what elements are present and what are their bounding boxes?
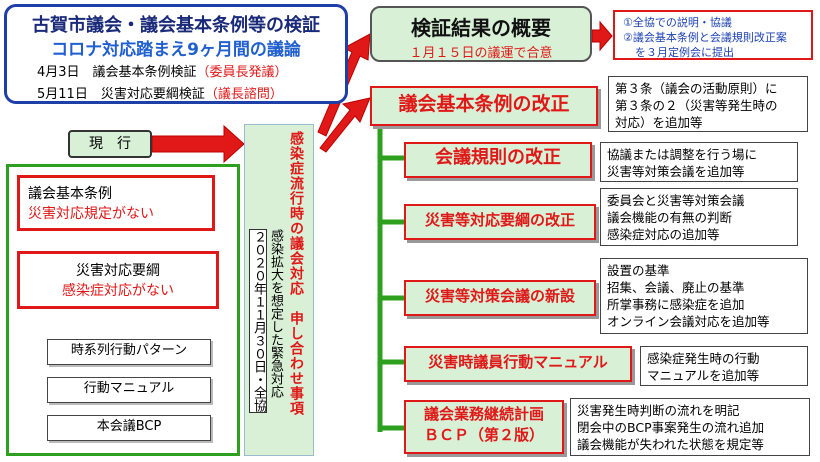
green-arrow xyxy=(151,124,245,164)
agreement-date: ２０２０年１１月３０日・全協 xyxy=(249,229,267,413)
current-rules-panel: 議会基本条例 災害対応規定がない 災害対応要綱 感染症対応がない 時系列行動パタ… xyxy=(6,164,240,456)
basic-ordinance-issue: 災害対応規定がない xyxy=(28,206,154,222)
plenary-bcp-box: 本会議BCP xyxy=(47,415,211,441)
summary-box: 検証結果の概要 １月１５日の議運で合意 xyxy=(370,6,592,62)
action-manual-box: 行動マニュアル xyxy=(47,377,211,403)
title-main: 古賀市議会・議会基本条例等の検証 xyxy=(32,15,320,36)
note-line-1: ①全協での説明・協議 xyxy=(623,16,732,29)
desc-member-action-manual: 感染症発生時の行動 マニュアルを追加等 xyxy=(640,346,808,386)
date-line-2: 5月11日 災害対応要綱検証（議長諮問） xyxy=(37,87,283,102)
desc-disaster-council: 設置の基準 招集、会議、廃止の基準 所掌事務に感染症を追加 オンライン会議対応を… xyxy=(600,258,808,334)
desc-disaster-guideline: 委員会と災害等対策会議 議会機能の有無の判断 感染症対応の追加等 xyxy=(600,188,798,246)
desc-bcp-plan: 災害発生時判断の流れを明記 閉会中のBCP事案発生の流れ追加 議会機能が失われた… xyxy=(570,398,810,456)
item-basic-ordinance-revision: 議会基本条例の改正 xyxy=(370,86,598,126)
agreement-title: 感染症流行時の議会対応 申し合わせ事項 xyxy=(288,131,304,416)
summary-title: 検証結果の概要 xyxy=(411,16,551,40)
disaster-guideline-label: 災害対応要綱 xyxy=(76,263,160,279)
right-tree-lines xyxy=(377,122,404,432)
date-line-1: 4月3日 議会基本条例検証（委員長発議） xyxy=(37,65,288,80)
note-line-2: ②議会基本条例と会議規則改正案 xyxy=(623,31,787,44)
desc-meeting-rules: 協議または調整を行う場に 災害等対策会議を追加等 xyxy=(600,142,798,182)
timeline-action-box: 時系列行動パターン xyxy=(47,339,211,365)
title-box: 古賀市議会・議会基本条例等の検証 コロナ対応踏まえ9ヶ月間の議論 4月3日 議会… xyxy=(4,4,348,104)
next-steps-note: ①全協での説明・協議 ②議会基本条例と会議規則改正案 を３月定例会に提出 xyxy=(613,10,813,60)
desc-basic-ordinance: 第３条（議会の活動原則）に 第３条の２（災害等発生時の 対応）を追加等 xyxy=(608,76,808,132)
agreement-box: 感染症流行時の議会対応 申し合わせ事項 感染拡大を想定した緊急対応 ２０２０年１… xyxy=(244,124,314,456)
note-line-3: を３月定例会に提出 xyxy=(635,46,734,59)
basic-ordinance-label: 議会基本条例 xyxy=(28,186,112,202)
disaster-guideline-issue: 感染症対応がない xyxy=(62,283,174,299)
current-label: 現行 xyxy=(68,130,152,158)
item-disaster-council-new: 災害等対策会議の新設 xyxy=(404,280,596,316)
summary-subtitle: １月１５日の議運で合意 xyxy=(409,46,553,61)
item-member-action-manual: 災害時議員行動マニュアル xyxy=(404,346,632,382)
item-meeting-rules-revision: 会議規則の改正 xyxy=(404,142,592,178)
item-disaster-guideline-revision: 災害等対応要綱の改正 xyxy=(404,204,596,240)
disaster-guideline-box: 災害対応要綱 感染症対応がない xyxy=(17,251,219,309)
title-sub: コロナ対応踏まえ9ヶ月間の議論 xyxy=(51,40,301,60)
basic-ordinance-box: 議会基本条例 災害対応規定がない xyxy=(17,175,215,231)
agreement-purpose: 感染拡大を想定した緊急対応 xyxy=(268,229,283,398)
item-bcp-plan: 議会業務継続計画 ＢＣＰ（第２版） xyxy=(404,400,564,454)
